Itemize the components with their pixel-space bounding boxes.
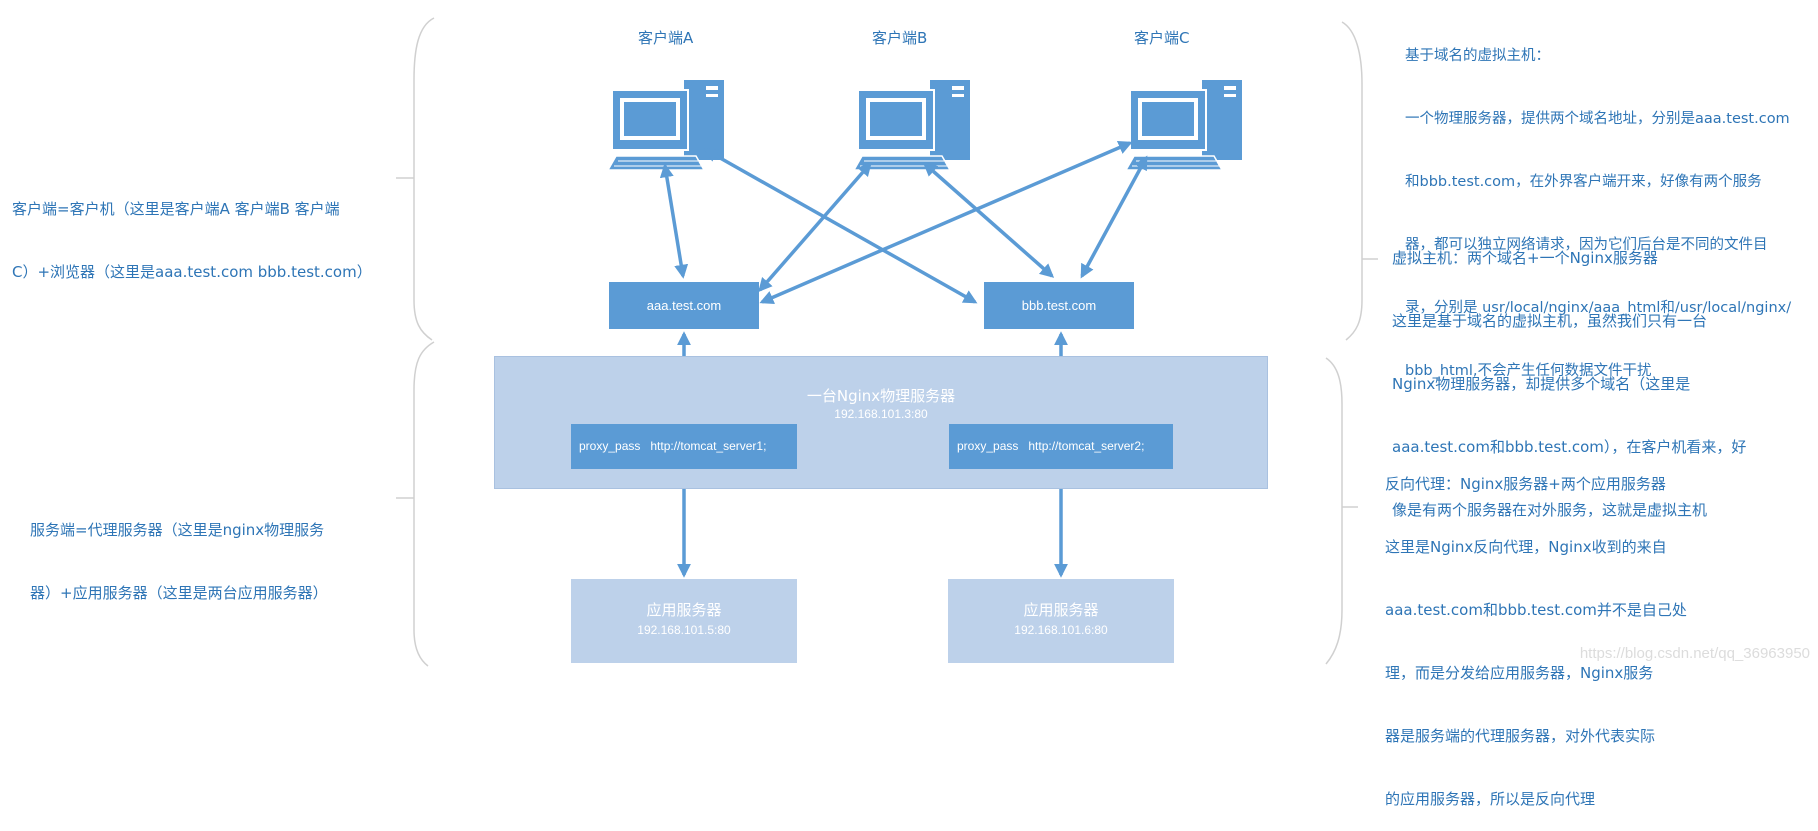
note-server-side: 服务端=代理服务器（这里是nginx物理服务 器）+应用服务器（这里是两台应用服…	[30, 478, 328, 625]
right-brace-reverse-proxy	[1325, 357, 1358, 665]
note-line: 虚拟主机：两个域名+一个Nginx服务器	[1392, 249, 1658, 267]
note-line: 器）+应用服务器（这里是两台应用服务器）	[30, 584, 328, 602]
note-reverse-proxy: 反向代理：Nginx服务器+两个应用服务器 这里是Nginx反向代理，Nginx…	[1385, 432, 1687, 831]
note-domain-vhost: 基于域名的虚拟主机： 一个物理服务器，提供两个域名地址，分别是aaa.test.…	[1405, 4, 1791, 403]
app-server-2-title: 应用服务器	[1023, 601, 1099, 619]
note-line: 和bbb.test.com，在外界客户端开来，好像有两个服务	[1405, 174, 1762, 190]
arrow-a-aaa	[659, 163, 689, 279]
note-line: 器是服务端的代理服务器，对外代表实际	[1385, 727, 1656, 745]
note-line: 客户端=客户机（这里是客户端A 客户端B 客户端	[12, 200, 340, 218]
note-line: aaa.test.com和bbb.test.com并不是自己处	[1385, 601, 1687, 619]
domain-box-aaa: aaa.test.com	[609, 282, 759, 329]
client-a-computer-icon	[607, 79, 725, 171]
note-line: 这里是基于域名的虚拟主机，虽然我们只有一台	[1392, 312, 1708, 330]
note-line: 一个物理服务器，提供两个域名地址，分别是aaa.test.com	[1405, 111, 1790, 127]
note-line: 基于域名的虚拟主机：	[1405, 48, 1550, 64]
app-server-2: 应用服务器 192.168.101.6:80	[948, 579, 1174, 663]
note-line: 理，而是分发给应用服务器，Nginx服务	[1385, 664, 1654, 682]
arrow-c-aaa	[759, 141, 1133, 304]
note-line: Nginx物理服务器，却提供多个域名（这里是	[1392, 375, 1691, 393]
note-client-side: 客户端=客户机（这里是客户端A 客户端B 客户端 C）+浏览器（这里是aaa.t…	[12, 157, 372, 304]
watermark: https://blog.csdn.net/qq_36963950	[1579, 645, 1810, 662]
app-server-2-ip: 192.168.101.6:80	[1014, 623, 1108, 637]
note-line: 录，分别是 usr/local/nginx/aaa_html和/usr/loca…	[1405, 300, 1792, 316]
arrow-b-aaa	[758, 161, 872, 293]
client-b-label: 客户端B	[872, 29, 928, 47]
note-line: 的应用服务器，所以是反向代理	[1385, 790, 1596, 808]
left-brace-clients	[396, 17, 435, 341]
note-line: 反向代理：Nginx服务器+两个应用服务器	[1385, 475, 1666, 493]
architecture-diagram	[396, 17, 1378, 667]
app-server-1-ip: 192.168.101.5:80	[637, 623, 731, 637]
app-server-1: 应用服务器 192.168.101.5:80	[571, 579, 797, 663]
domain-box-bbb: bbb.test.com	[984, 282, 1134, 329]
proxy-pass-1: proxy_pass http://tomcat_server1;	[571, 424, 797, 469]
note-line: 这里是Nginx反向代理，Nginx收到的来自	[1385, 538, 1667, 556]
client-c-label: 客户端C	[1134, 29, 1190, 47]
nginx-title: 一台Nginx物理服务器	[806, 387, 956, 405]
app-server-1-title: 应用服务器	[646, 601, 722, 619]
note-line: bbb_html,不会产生任何数据文件干扰	[1405, 363, 1652, 379]
note-virtual-host: 虚拟主机：两个域名+一个Nginx服务器 这里是基于域名的虚拟主机，虽然我们只有…	[1392, 206, 1746, 542]
arrow-b-bbb	[922, 162, 1055, 278]
proxy-pass-2: proxy_pass http://tomcat_server2;	[949, 424, 1173, 469]
note-line: 服务端=代理服务器（这里是nginx物理服务	[30, 521, 325, 539]
note-line: 器，都可以独立网络请求，因为它们后台是不同的文件目	[1405, 237, 1768, 253]
nginx-server-box: 一台Nginx物理服务器 192.168.101.3:80	[494, 356, 1268, 489]
client-a-label: 客户端A	[638, 29, 694, 47]
note-line: aaa.test.com和bbb.test.com），在客户机看来，好	[1392, 438, 1747, 456]
client-b-computer-icon	[853, 79, 971, 171]
right-brace-virtual-host	[1341, 21, 1378, 341]
nginx-ip: 192.168.101.3:80	[834, 407, 928, 421]
note-line: 像是有两个服务器在对外服务，这就是虚拟主机	[1392, 501, 1708, 519]
left-brace-servers	[396, 341, 435, 667]
note-line: C）+浏览器（这里是aaa.test.com bbb.test.com）	[12, 263, 372, 281]
arrow-c-bbb	[1080, 155, 1148, 279]
client-c-computer-icon	[1125, 79, 1243, 171]
